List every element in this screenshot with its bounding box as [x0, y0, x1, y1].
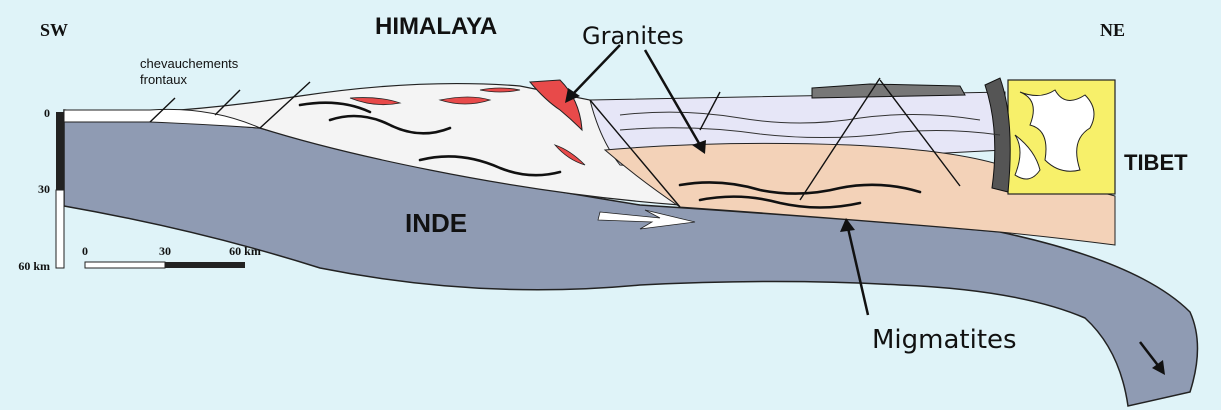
distance-scale: 0 30 60 km	[82, 244, 261, 268]
depth-tick-60: 60 km	[18, 259, 50, 273]
depth-scale: 0 30 60 km	[18, 106, 64, 273]
distance-tick-60: 60 km	[229, 244, 261, 258]
distance-tick-0: 0	[82, 244, 88, 258]
distance-tick-30: 30	[159, 244, 171, 258]
tibet-label: TIBET	[1124, 150, 1188, 175]
leucogranite-lens-4	[480, 88, 520, 92]
chevauchements-label-line1: chevauchements	[140, 56, 239, 71]
depth-tick-30: 30	[38, 182, 50, 196]
chevauchements-label-line2: frontaux	[140, 72, 187, 87]
ne-label: NE	[1100, 20, 1125, 40]
inde-label: INDE	[405, 208, 467, 238]
granites-label: Granites	[582, 22, 684, 50]
depth-tick-0: 0	[44, 106, 50, 120]
migmatites-label: Migmatites	[872, 325, 1017, 355]
himalaya-label: HIMALAYA	[375, 13, 497, 40]
sw-label: SW	[40, 20, 68, 40]
